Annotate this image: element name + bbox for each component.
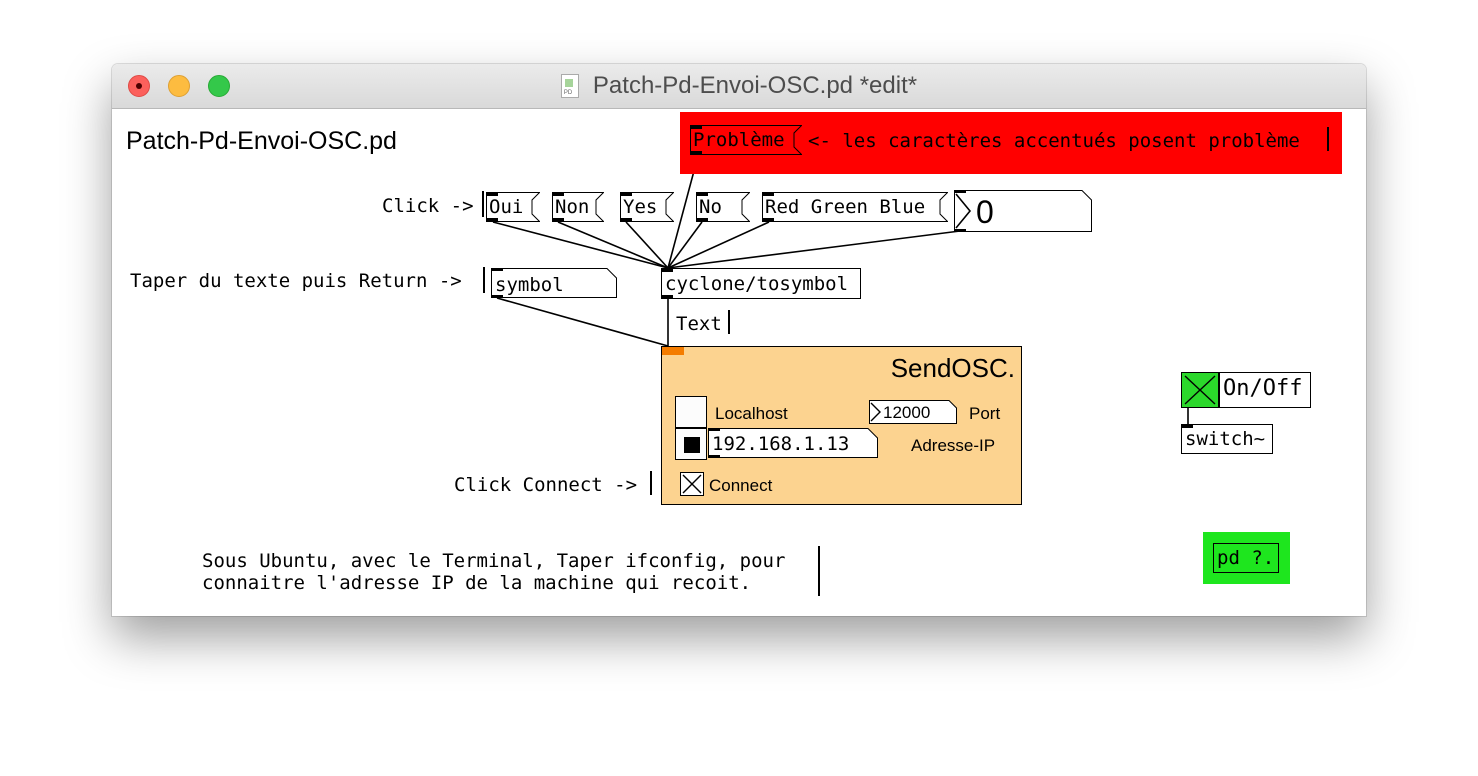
cord-no-tosymbol bbox=[667, 221, 703, 269]
patch-name-comment: Patch-Pd-Envoi-OSC.pd bbox=[126, 127, 397, 155]
message-yes[interactable]: Yes bbox=[620, 192, 674, 222]
ubuntu-comment-line2: connaitre l'adresse IP de la machine qui… bbox=[202, 572, 752, 594]
window-title: Patch-Pd-Envoi-OSC.pd *edit* bbox=[592, 72, 918, 99]
title-bar[interactable]: Patch-Pd-Envoi-OSC.pd *edit* bbox=[112, 64, 1366, 109]
connect-toggle[interactable] bbox=[680, 472, 704, 496]
cord-yes-tosymbol bbox=[625, 221, 669, 269]
cord-non-tosymbol bbox=[557, 221, 669, 269]
ubuntu-comment-line1: Sous Ubuntu, avec le Terminal, Taper ifc… bbox=[202, 550, 786, 572]
probleme-comment: <- les caractères accentués posent probl… bbox=[808, 130, 1300, 152]
cord-symbol-sendosc bbox=[496, 297, 669, 347]
sendosc-title: SendOSC. bbox=[890, 353, 1015, 383]
cord-number-tosymbol bbox=[667, 230, 961, 269]
connect-label: Connect bbox=[709, 476, 773, 495]
dsp-toggle[interactable] bbox=[1181, 372, 1219, 408]
minimize-button[interactable] bbox=[168, 75, 190, 97]
comment-edge bbox=[818, 546, 820, 596]
message-red-green-blue[interactable]: Red Green Blue bbox=[762, 192, 948, 222]
sendosc-inlet bbox=[662, 347, 684, 355]
symbol-atom[interactable]: symbol bbox=[491, 268, 617, 298]
switch-object[interactable]: switch~ bbox=[1181, 424, 1273, 454]
pd-patch-window: Patch-Pd-Envoi-OSC.pd *edit* Patch-Pd-En… bbox=[112, 64, 1366, 616]
pd-help-subpatch[interactable]: pd ?. bbox=[1213, 543, 1279, 573]
comment-edge bbox=[483, 267, 485, 293]
tosymbol-object[interactable]: cyclone/tosymbol bbox=[661, 268, 861, 299]
probleme-message[interactable]: Problème bbox=[690, 125, 802, 155]
comment-edge bbox=[728, 310, 730, 334]
port-number-box[interactable]: 12000 bbox=[869, 400, 957, 424]
localhost-label: Localhost bbox=[715, 404, 788, 423]
number-atom[interactable]: 0 bbox=[954, 190, 1092, 232]
sendosc-abstraction[interactable]: SendOSC. Localhost 12000 Port 192.168.1.… bbox=[661, 346, 1022, 505]
cord-rgb-tosymbol bbox=[667, 221, 770, 269]
click-label: Click -> bbox=[382, 195, 474, 217]
port-label: Port bbox=[969, 404, 1001, 423]
ip-bang[interactable] bbox=[675, 428, 707, 460]
outlet bbox=[661, 295, 673, 299]
cord-probleme-tosymbol bbox=[667, 155, 699, 269]
comment-edge bbox=[650, 471, 652, 495]
text-comment: Text bbox=[676, 313, 722, 335]
close-button[interactable] bbox=[128, 75, 150, 97]
onoff-label: On/Off bbox=[1219, 372, 1311, 408]
localhost-toggle[interactable] bbox=[675, 396, 707, 428]
checked-x-icon bbox=[682, 474, 702, 494]
click-connect-label: Click Connect -> bbox=[454, 474, 638, 496]
inlet bbox=[1181, 424, 1193, 428]
ip-label: Adresse-IP bbox=[911, 436, 996, 455]
checked-x-icon bbox=[1184, 375, 1216, 405]
comment-edge bbox=[1327, 127, 1329, 151]
message-non[interactable]: Non bbox=[552, 192, 604, 222]
document-icon bbox=[560, 74, 579, 98]
inlet bbox=[661, 268, 673, 272]
patch-canvas[interactable]: Patch-Pd-Envoi-OSC.pd Problème <- les ca… bbox=[112, 109, 1366, 616]
taper-label: Taper du texte puis Return -> bbox=[130, 270, 462, 292]
message-oui[interactable]: Oui bbox=[486, 192, 540, 222]
comment-edge bbox=[482, 191, 484, 217]
message-box-outline bbox=[690, 125, 802, 155]
patch-cords bbox=[492, 155, 1189, 424]
zoom-button[interactable] bbox=[208, 75, 230, 97]
message-no[interactable]: No bbox=[696, 192, 750, 222]
ip-address-atom[interactable]: 192.168.1.13 bbox=[708, 428, 878, 458]
cord-oui-tosymbol bbox=[492, 221, 669, 269]
